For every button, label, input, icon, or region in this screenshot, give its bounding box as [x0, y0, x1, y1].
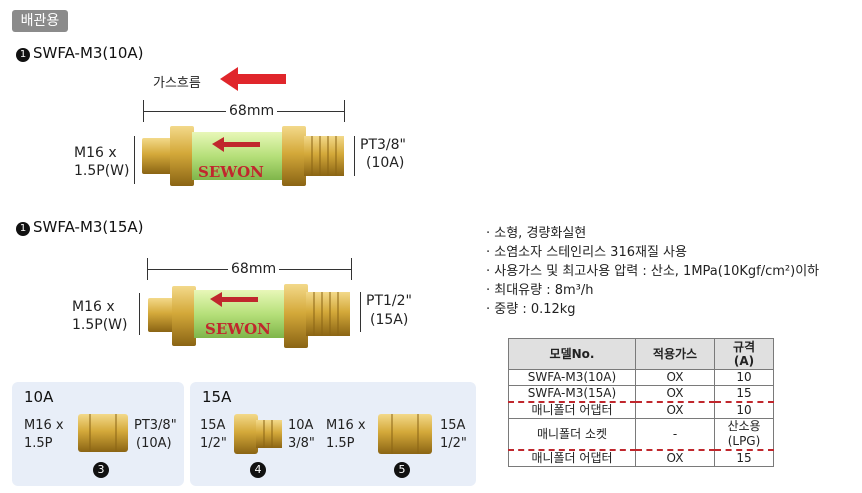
spec-list: · 소형, 경량화실현 · 소염소자 스테인리스 316재질 사용 · 사용가스…	[486, 224, 819, 319]
adapter-box-10a-title: 10A	[24, 388, 54, 406]
adapter4-right1: 10A	[288, 418, 314, 433]
adapter4-left2: 1/2"	[200, 436, 227, 451]
adapter5-number: 5	[394, 462, 410, 478]
adapter3-left1: M16 x	[24, 418, 64, 433]
spec-item: · 소형, 경량화실현	[486, 226, 587, 241]
table-row: 매니폴더 어댑터 OX 15	[508, 449, 774, 467]
spec-item: · 최대유량 : 8m³/h	[486, 283, 594, 298]
product2-brand: SEWON	[205, 320, 271, 338]
spec-item: · 중량 : 0.12kg	[486, 302, 576, 317]
table-header-gas: 적용가스	[635, 338, 715, 370]
product2-right-line1: PT1/2"	[366, 293, 412, 309]
table-header-size: 규격 (A)	[714, 338, 774, 370]
table-cell-model: 매니폴더 소켓	[508, 418, 636, 451]
table-row: SWFA-M3(15A) OX 15	[508, 385, 774, 403]
spec-item: · 소염소자 스테인리스 316재질 사용	[486, 245, 687, 260]
product1-number: 1	[16, 48, 30, 62]
adapter-box-15a-title: 15A	[202, 388, 232, 406]
table-cell-size: 10	[714, 369, 774, 386]
table-cell-model: 매니폴더 어댑터	[508, 449, 636, 467]
product2-title-text: SWFA-M3(15A)	[33, 218, 144, 236]
product1-left-line2: 1.5P(W)	[74, 163, 130, 179]
adapter5-left1: M16 x	[326, 418, 366, 433]
dim2-tick-right	[351, 258, 352, 280]
table-cell-size: 산소용(LPG)	[714, 418, 774, 451]
table-cell-size: 10	[714, 401, 774, 419]
adapter3-number: 3	[93, 462, 109, 478]
adapter5-right1: 15A	[440, 418, 466, 433]
table-cell-model: SWFA-M3(10A)	[508, 369, 636, 386]
adapter5-fitting	[378, 414, 432, 454]
table-cell-model: SWFA-M3(15A)	[508, 385, 636, 403]
product1-left-line1: M16 x	[74, 145, 117, 161]
adapter5-left2: 1.5P	[326, 436, 355, 451]
table-header-model: 모델No.	[508, 338, 636, 370]
product2-left-dim	[139, 293, 140, 335]
product1-length: 68mm	[226, 102, 278, 120]
table-row: 매니폴더 소켓 - 산소용(LPG)	[508, 418, 774, 451]
product1-fitting	[142, 126, 344, 186]
gas-flow-label: 가스흐름	[153, 76, 201, 91]
product2-length: 68mm	[228, 260, 280, 278]
product1-right-line1: PT3/8"	[360, 137, 406, 153]
adapter4-right2: 3/8"	[288, 436, 315, 451]
category-badge: 배관용	[12, 10, 68, 32]
adapter3-fitting	[78, 414, 128, 452]
adapter4-fitting	[234, 414, 282, 454]
adapter4-left1: 15A	[200, 418, 226, 433]
table-cell-gas: OX	[635, 401, 715, 419]
table-cell-size: 15	[714, 385, 774, 403]
adapter3-right1: PT3/8"	[134, 418, 177, 433]
adapter3-right2: (10A)	[136, 436, 172, 451]
dim-tick-right	[344, 100, 345, 122]
adapter4-number: 4	[250, 462, 266, 478]
product2-right-dim	[360, 292, 361, 332]
spec-item: · 사용가스 및 최고사용 압력 : 산소, 1MPa(10Kgf/cm²)이하	[486, 264, 820, 279]
adapter3-left2: 1.5P	[24, 436, 53, 451]
product2-left-line1: M16 x	[72, 299, 115, 315]
table-cell-model: 매니폴더 어댑터	[508, 401, 636, 419]
gas-flow-arrow-icon	[220, 67, 286, 91]
table-cell-gas: OX	[635, 369, 715, 386]
product2-number: 1	[16, 222, 30, 236]
table-row: SWFA-M3(10A) OX 10	[508, 369, 774, 386]
product2-right-line2: (15A)	[370, 312, 409, 328]
product1-right-line2: (10A)	[366, 155, 405, 171]
table-cell-gas: OX	[635, 449, 715, 467]
product1-right-dim	[354, 136, 355, 176]
table-row: 매니폴더 어댑터 OX 10	[508, 401, 774, 419]
spec-table: 모델No. 적용가스 규격 (A) SWFA-M3(10A) OX 10 SWF…	[508, 338, 774, 467]
table-cell-size: 15	[714, 449, 774, 467]
adapter5-right2: 1/2"	[440, 436, 467, 451]
product2-left-line2: 1.5P(W)	[72, 317, 128, 333]
product1-title-text: SWFA-M3(10A)	[33, 44, 144, 62]
table-cell-gas: -	[635, 418, 715, 451]
table-header-size-text: 규격 (A)	[732, 340, 756, 368]
product1-brand: SEWON	[198, 163, 264, 181]
product2-fitting	[148, 284, 350, 348]
table-cell-gas: OX	[635, 385, 715, 403]
product1-left-dim	[134, 136, 135, 184]
